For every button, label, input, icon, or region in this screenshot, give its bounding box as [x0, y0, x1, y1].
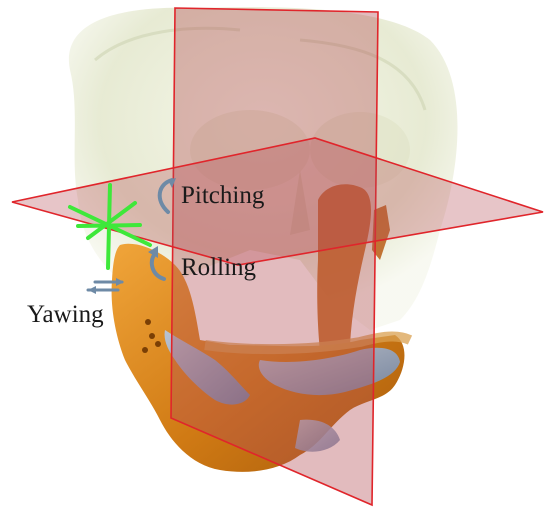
yawing-label: Yawing	[27, 302, 104, 327]
pitching-label: Pitching	[181, 183, 264, 208]
rolling-label: Rolling	[181, 255, 256, 280]
